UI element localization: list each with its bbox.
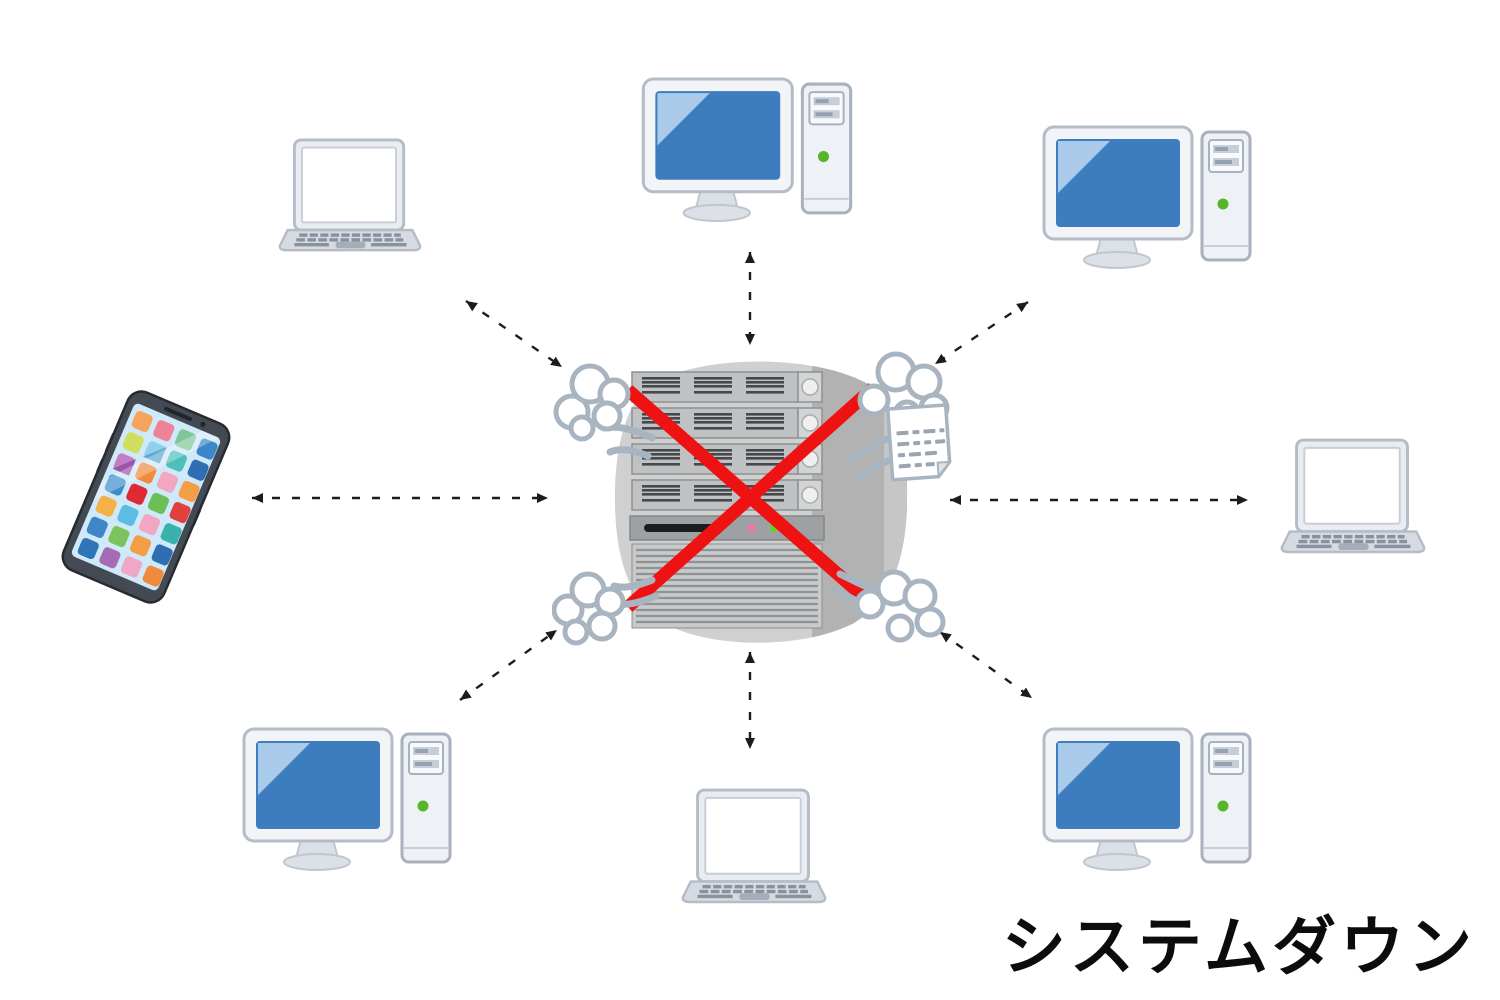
red-cross-icon xyxy=(623,383,878,612)
laptop-top-left xyxy=(278,138,422,255)
smoke-puff-bottom-right-icon xyxy=(832,569,946,643)
smoke-puff-top-left-icon xyxy=(553,363,656,460)
desktop-top-right xyxy=(1042,124,1254,272)
desktop-top-center xyxy=(641,76,855,225)
page-title: システムダウン xyxy=(1001,911,1476,985)
laptop-bottom-center xyxy=(681,788,827,907)
server-vent-grille xyxy=(631,543,823,629)
led-pink xyxy=(748,524,756,532)
error-paper-icon xyxy=(886,403,952,482)
link-server-desktop-bottom-left xyxy=(459,629,558,701)
smoke-puff-bottom-left-icon xyxy=(552,571,660,646)
server-down xyxy=(552,342,962,662)
laptop-right xyxy=(1280,438,1426,557)
desktop-bottom-left xyxy=(242,726,454,874)
link-server-laptop-top-left xyxy=(465,300,563,368)
desktop-bottom-right xyxy=(1042,726,1254,874)
